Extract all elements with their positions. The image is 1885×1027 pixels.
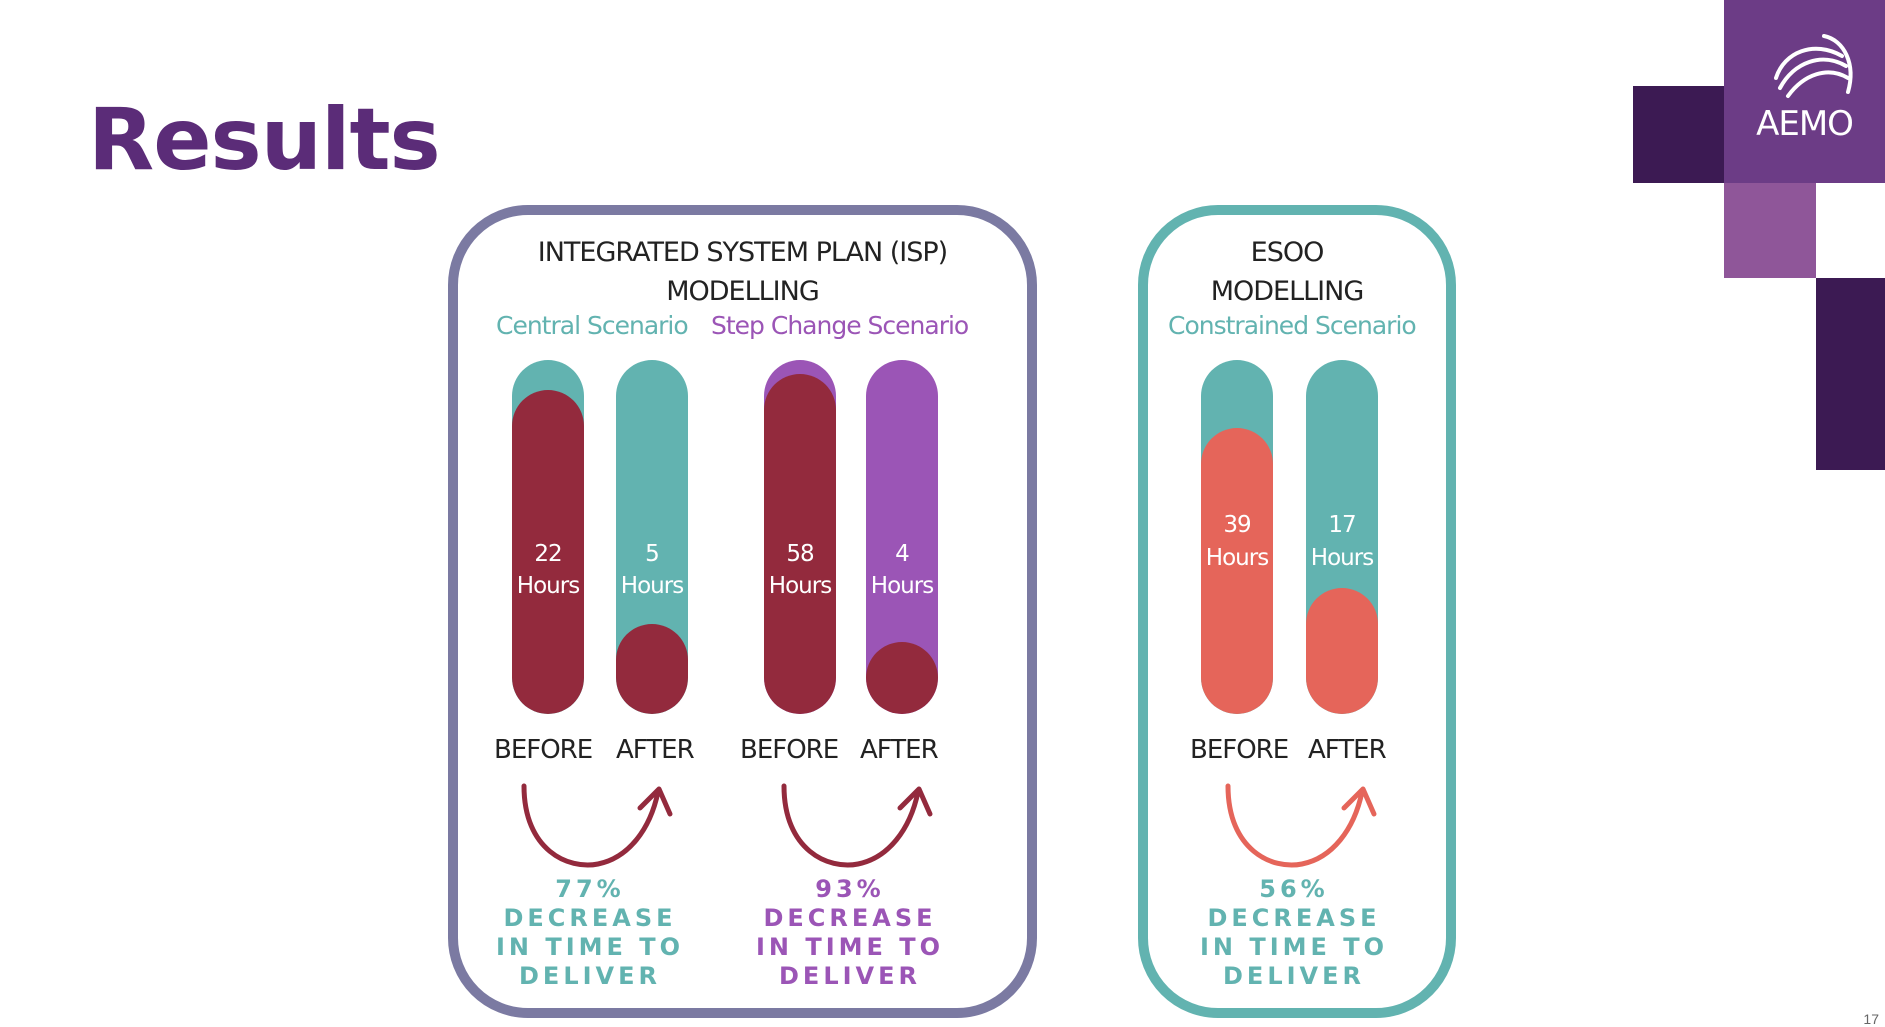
central-after-bar: 5 Hours (616, 360, 688, 714)
logo-text: AEMO (1756, 104, 1854, 144)
logo-block-light (1724, 183, 1816, 278)
stepchange-percent: 93% (815, 875, 885, 903)
esoo-title-line2: MODELLING (1210, 276, 1365, 307)
page-number: 17 (1863, 1011, 1879, 1027)
stepchange-line1: DECREASE (763, 904, 937, 932)
aemo-logo: AEMO (1724, 0, 1885, 183)
central-after-value: 5 (645, 541, 660, 567)
constrained-before-bar: 39 Hours (1201, 360, 1273, 714)
stepchange-line2: IN TIME TO (755, 933, 945, 961)
isp-title-line2: MODELLING (666, 276, 820, 307)
stepchange-before-bar: 58 Hours (764, 360, 836, 714)
stepchange-after-label: AFTER (860, 735, 939, 765)
central-percent: 77% (555, 875, 625, 903)
stepchange-before-unit: Hours (768, 573, 832, 599)
stepchange-line3: DELIVER (779, 962, 921, 990)
constrained-percent: 56% (1259, 875, 1329, 903)
constrained-after-fill (1306, 588, 1378, 714)
central-line3: DELIVER (519, 962, 661, 990)
central-line1: DECREASE (503, 904, 677, 932)
stepchange-before-fill (764, 374, 836, 714)
constrained-line2: IN TIME TO (1199, 933, 1389, 961)
stepchange-before-label: BEFORE (740, 735, 839, 765)
esoo-panel (1138, 205, 1456, 1018)
constrained-before-unit: Hours (1205, 545, 1269, 571)
stepchange-after-value: 4 (895, 541, 910, 567)
constrained-before-fill (1201, 428, 1273, 714)
stepchange-after-unit: Hours (870, 573, 934, 599)
constrained-curved-arrow-icon (1225, 783, 1377, 868)
constrained-line3: DELIVER (1223, 962, 1365, 990)
central-before-bar: 22 Hours (512, 360, 584, 714)
constrained-after-unit: Hours (1310, 545, 1374, 571)
constrained-after-label: AFTER (1308, 735, 1387, 765)
page-title: Results (88, 90, 441, 190)
stepchange-before-value: 58 (786, 541, 814, 567)
constrained-after-value: 17 (1328, 512, 1356, 538)
stepchange-after-fill (866, 642, 938, 714)
central-decrease-text: 77% DECREASE IN TIME TO DELIVER (480, 875, 700, 991)
constrained-before-value: 39 (1223, 512, 1251, 538)
central-after-fill (616, 624, 688, 714)
logo-block-dark (1633, 86, 1725, 183)
central-before-fill (512, 390, 584, 714)
logo-block-dark-right (1816, 278, 1885, 470)
central-line2: IN TIME TO (495, 933, 685, 961)
esoo-title-line1: ESOO (1250, 237, 1325, 268)
central-curved-arrow-icon (521, 783, 673, 868)
central-before-value: 22 (534, 541, 562, 567)
step-change-scenario-label: Step Change Scenario (711, 311, 969, 340)
isp-title-line1: INTEGRATED SYSTEM PLAN (ISP) (537, 237, 948, 268)
stepchange-curved-arrow-icon (781, 783, 933, 868)
constrained-scenario-label: Constrained Scenario (1168, 311, 1417, 340)
aemo-swirl-icon (1774, 34, 1853, 98)
central-scenario-label: Central Scenario (496, 311, 689, 340)
stepchange-after-bar: 4 Hours (866, 360, 938, 714)
constrained-decrease-text: 56% DECREASE IN TIME TO DELIVER (1184, 875, 1404, 991)
constrained-after-bar: 17 Hours (1306, 360, 1378, 714)
central-after-label: AFTER (616, 735, 695, 765)
stepchange-decrease-text: 93% DECREASE IN TIME TO DELIVER (740, 875, 960, 991)
constrained-line1: DECREASE (1207, 904, 1381, 932)
central-before-label: BEFORE (494, 735, 593, 765)
central-after-unit: Hours (620, 573, 684, 599)
constrained-before-label: BEFORE (1190, 735, 1289, 765)
central-before-unit: Hours (516, 573, 580, 599)
